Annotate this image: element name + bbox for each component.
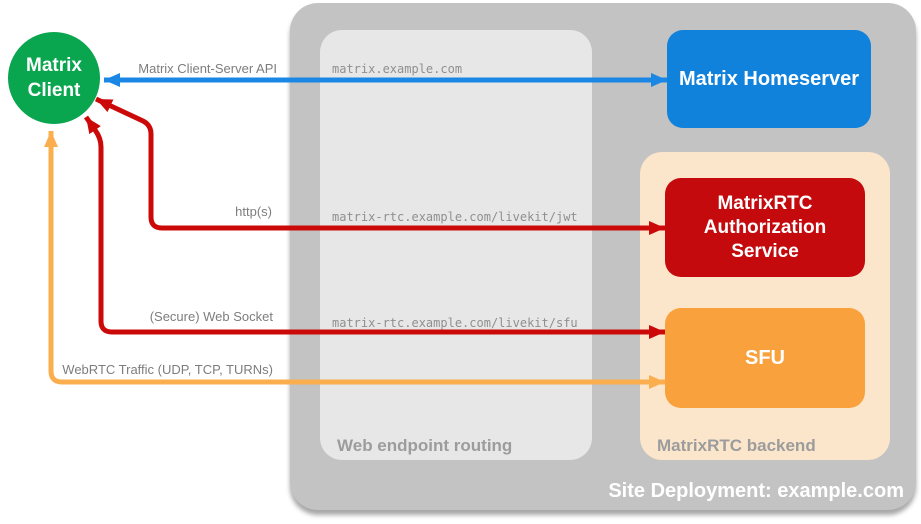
matrixrtc-auth-service-node: MatrixRTC Authorization Service — [665, 178, 865, 277]
sfu-node: SFU — [665, 308, 865, 408]
https-label: http(s) — [235, 204, 272, 219]
webrtc-traffic-label: WebRTC Traffic (UDP, TCP, TURNs) — [62, 362, 273, 377]
endpoint-livekit-sfu: matrix-rtc.example.com/livekit/sfu — [332, 316, 578, 330]
matrix-client-node: Matrix Client — [8, 32, 100, 124]
matrix-homeserver-label: Matrix Homeserver — [678, 67, 860, 90]
client-server-api-label: Matrix Client-Server API — [138, 61, 277, 76]
matrix-homeserver-node: Matrix Homeserver — [667, 30, 871, 128]
matrix-client-label-line2: Client — [27, 80, 81, 101]
endpoint-matrix-domain: matrix.example.com — [332, 62, 463, 76]
sfu-label: SFU — [745, 346, 785, 369]
matrixrtc-backend-label: MatrixRTC backend — [657, 436, 816, 455]
matrix-client-label-line1: Matrix — [26, 55, 82, 76]
endpoint-livekit-jwt: matrix-rtc.example.com/livekit/jwt — [332, 210, 578, 224]
websocket-label: (Secure) Web Socket — [149, 309, 273, 324]
web-endpoint-routing-box — [320, 30, 592, 460]
web-endpoint-routing-label: Web endpoint routing — [337, 436, 513, 455]
matrixrtc-auth-service-label: MatrixRTC Authorization Service — [703, 192, 827, 262]
site-deployment-label: Site Deployment: example.com — [608, 480, 904, 502]
